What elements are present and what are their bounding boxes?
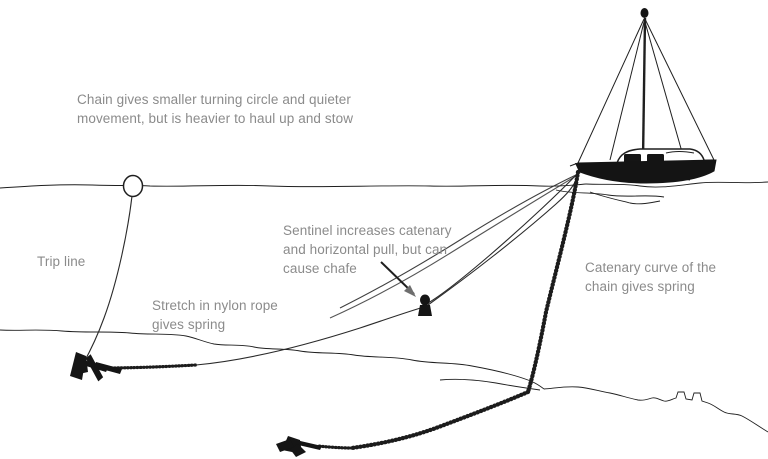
anchor-nylon-rope bbox=[100, 171, 580, 370]
hull bbox=[575, 159, 717, 184]
nylon-rope-upper bbox=[427, 175, 579, 306]
trip-line-buoy bbox=[122, 174, 144, 198]
slack-rope-left bbox=[339, 173, 579, 309]
backstay bbox=[644, 18, 715, 161]
shroud bbox=[609, 21, 645, 161]
mast bbox=[640, 8, 649, 161]
sailboat bbox=[569, 8, 717, 184]
annotation-stretch-note: Stretch in nylon rope gives spring bbox=[152, 298, 278, 332]
anchor-plough-right bbox=[276, 436, 322, 457]
annotation-trip-line-label: Trip line bbox=[37, 254, 86, 269]
anchor-plough-left bbox=[70, 352, 122, 382]
trip-line bbox=[82, 195, 133, 365]
sentinel-weight bbox=[418, 294, 432, 316]
nylon-rope-lower bbox=[195, 306, 425, 366]
annotation-chain-note: Chain gives smaller turning circle and q… bbox=[77, 92, 354, 126]
anchor-chain-catenary bbox=[316, 169, 581, 451]
arrow-pointer bbox=[380, 261, 416, 297]
forestay bbox=[577, 18, 645, 164]
annotation-catenary-note: Catenary curve of the chain gives spring bbox=[585, 260, 717, 294]
nylon-rope-second-strand bbox=[427, 171, 580, 304]
trip-line-group bbox=[82, 174, 144, 365]
cabin-window bbox=[624, 154, 641, 163]
annotation-sentinel-note: Sentinel increases catenary and horizont… bbox=[283, 223, 452, 276]
seabed-line bbox=[0, 329, 768, 433]
slack-rope-left-2 bbox=[329, 175, 577, 319]
shroud bbox=[644, 21, 685, 160]
masthead bbox=[640, 8, 649, 18]
